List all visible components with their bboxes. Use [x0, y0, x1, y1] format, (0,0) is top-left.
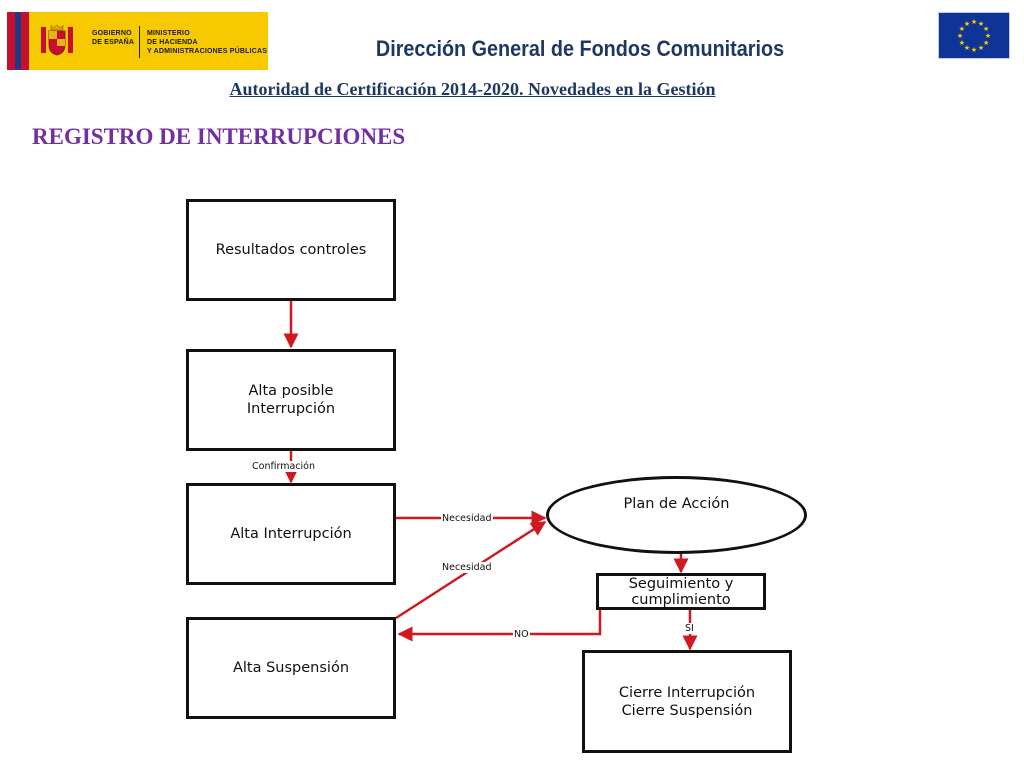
edge-label-necesidad: Necesidad: [441, 513, 493, 524]
star-icon: ★: [964, 44, 970, 52]
edge-label-confirmacion: Confirmación: [251, 461, 316, 472]
node-alta-suspension: Alta Suspensión: [186, 617, 396, 719]
edge-seguimiento-to-alta-suspension: [397, 609, 602, 642]
star-icon: ★: [978, 20, 984, 28]
star-icon: ★: [983, 39, 989, 47]
edge-label-necesidad: Necesidad: [441, 562, 493, 573]
flag-stripe-accent: [15, 12, 21, 70]
logo-divider: [139, 26, 140, 58]
page-title: Dirección General de Fondos Comunitarios: [375, 36, 785, 61]
node-resultados-controles: Resultados controles: [186, 199, 396, 301]
star-icon: ★: [983, 25, 989, 33]
star-icon: ★: [964, 20, 970, 28]
node-seguimiento-cumplimiento: Seguimiento y cumplimiento: [596, 573, 766, 610]
government-logo: GOBIERNO DE ESPAÑA MINISTERIO DE HACIEND…: [7, 12, 268, 70]
star-icon: ★: [978, 44, 984, 52]
edge-label-si: SI: [684, 623, 695, 634]
star-icon: ★: [959, 25, 965, 33]
star-icon: ★: [959, 39, 965, 47]
node-cierre: Cierre Interrupción Cierre Suspensión: [582, 650, 792, 753]
page-subtitle: Autoridad de Certificación 2014-2020. No…: [229, 79, 716, 99]
star-icon: ★: [957, 32, 963, 40]
section-title: REGISTRO DE INTERRUPCIONES: [32, 124, 406, 149]
eu-stars-icon: ★★★★★★★★★★★★: [957, 18, 991, 54]
edge-label-no: NO: [513, 629, 530, 640]
coat-of-arms-icon: [41, 24, 73, 56]
star-icon: ★: [971, 46, 977, 54]
star-icon: ★: [971, 18, 977, 26]
node-plan-de-accion: Plan de Acción: [546, 476, 807, 554]
node-alta-interrupcion: Alta Interrupción: [186, 483, 396, 585]
ministry-name: MINISTERIO DE HACIENDA Y ADMINISTRACIONE…: [147, 30, 268, 55]
node-alta-posible-interrupcion: Alta posible Interrupción: [186, 349, 396, 451]
government-name: GOBIERNO DE ESPAÑA: [92, 30, 135, 46]
eu-flag-icon: ★★★★★★★★★★★★: [938, 12, 1010, 59]
star-icon: ★: [985, 32, 991, 40]
